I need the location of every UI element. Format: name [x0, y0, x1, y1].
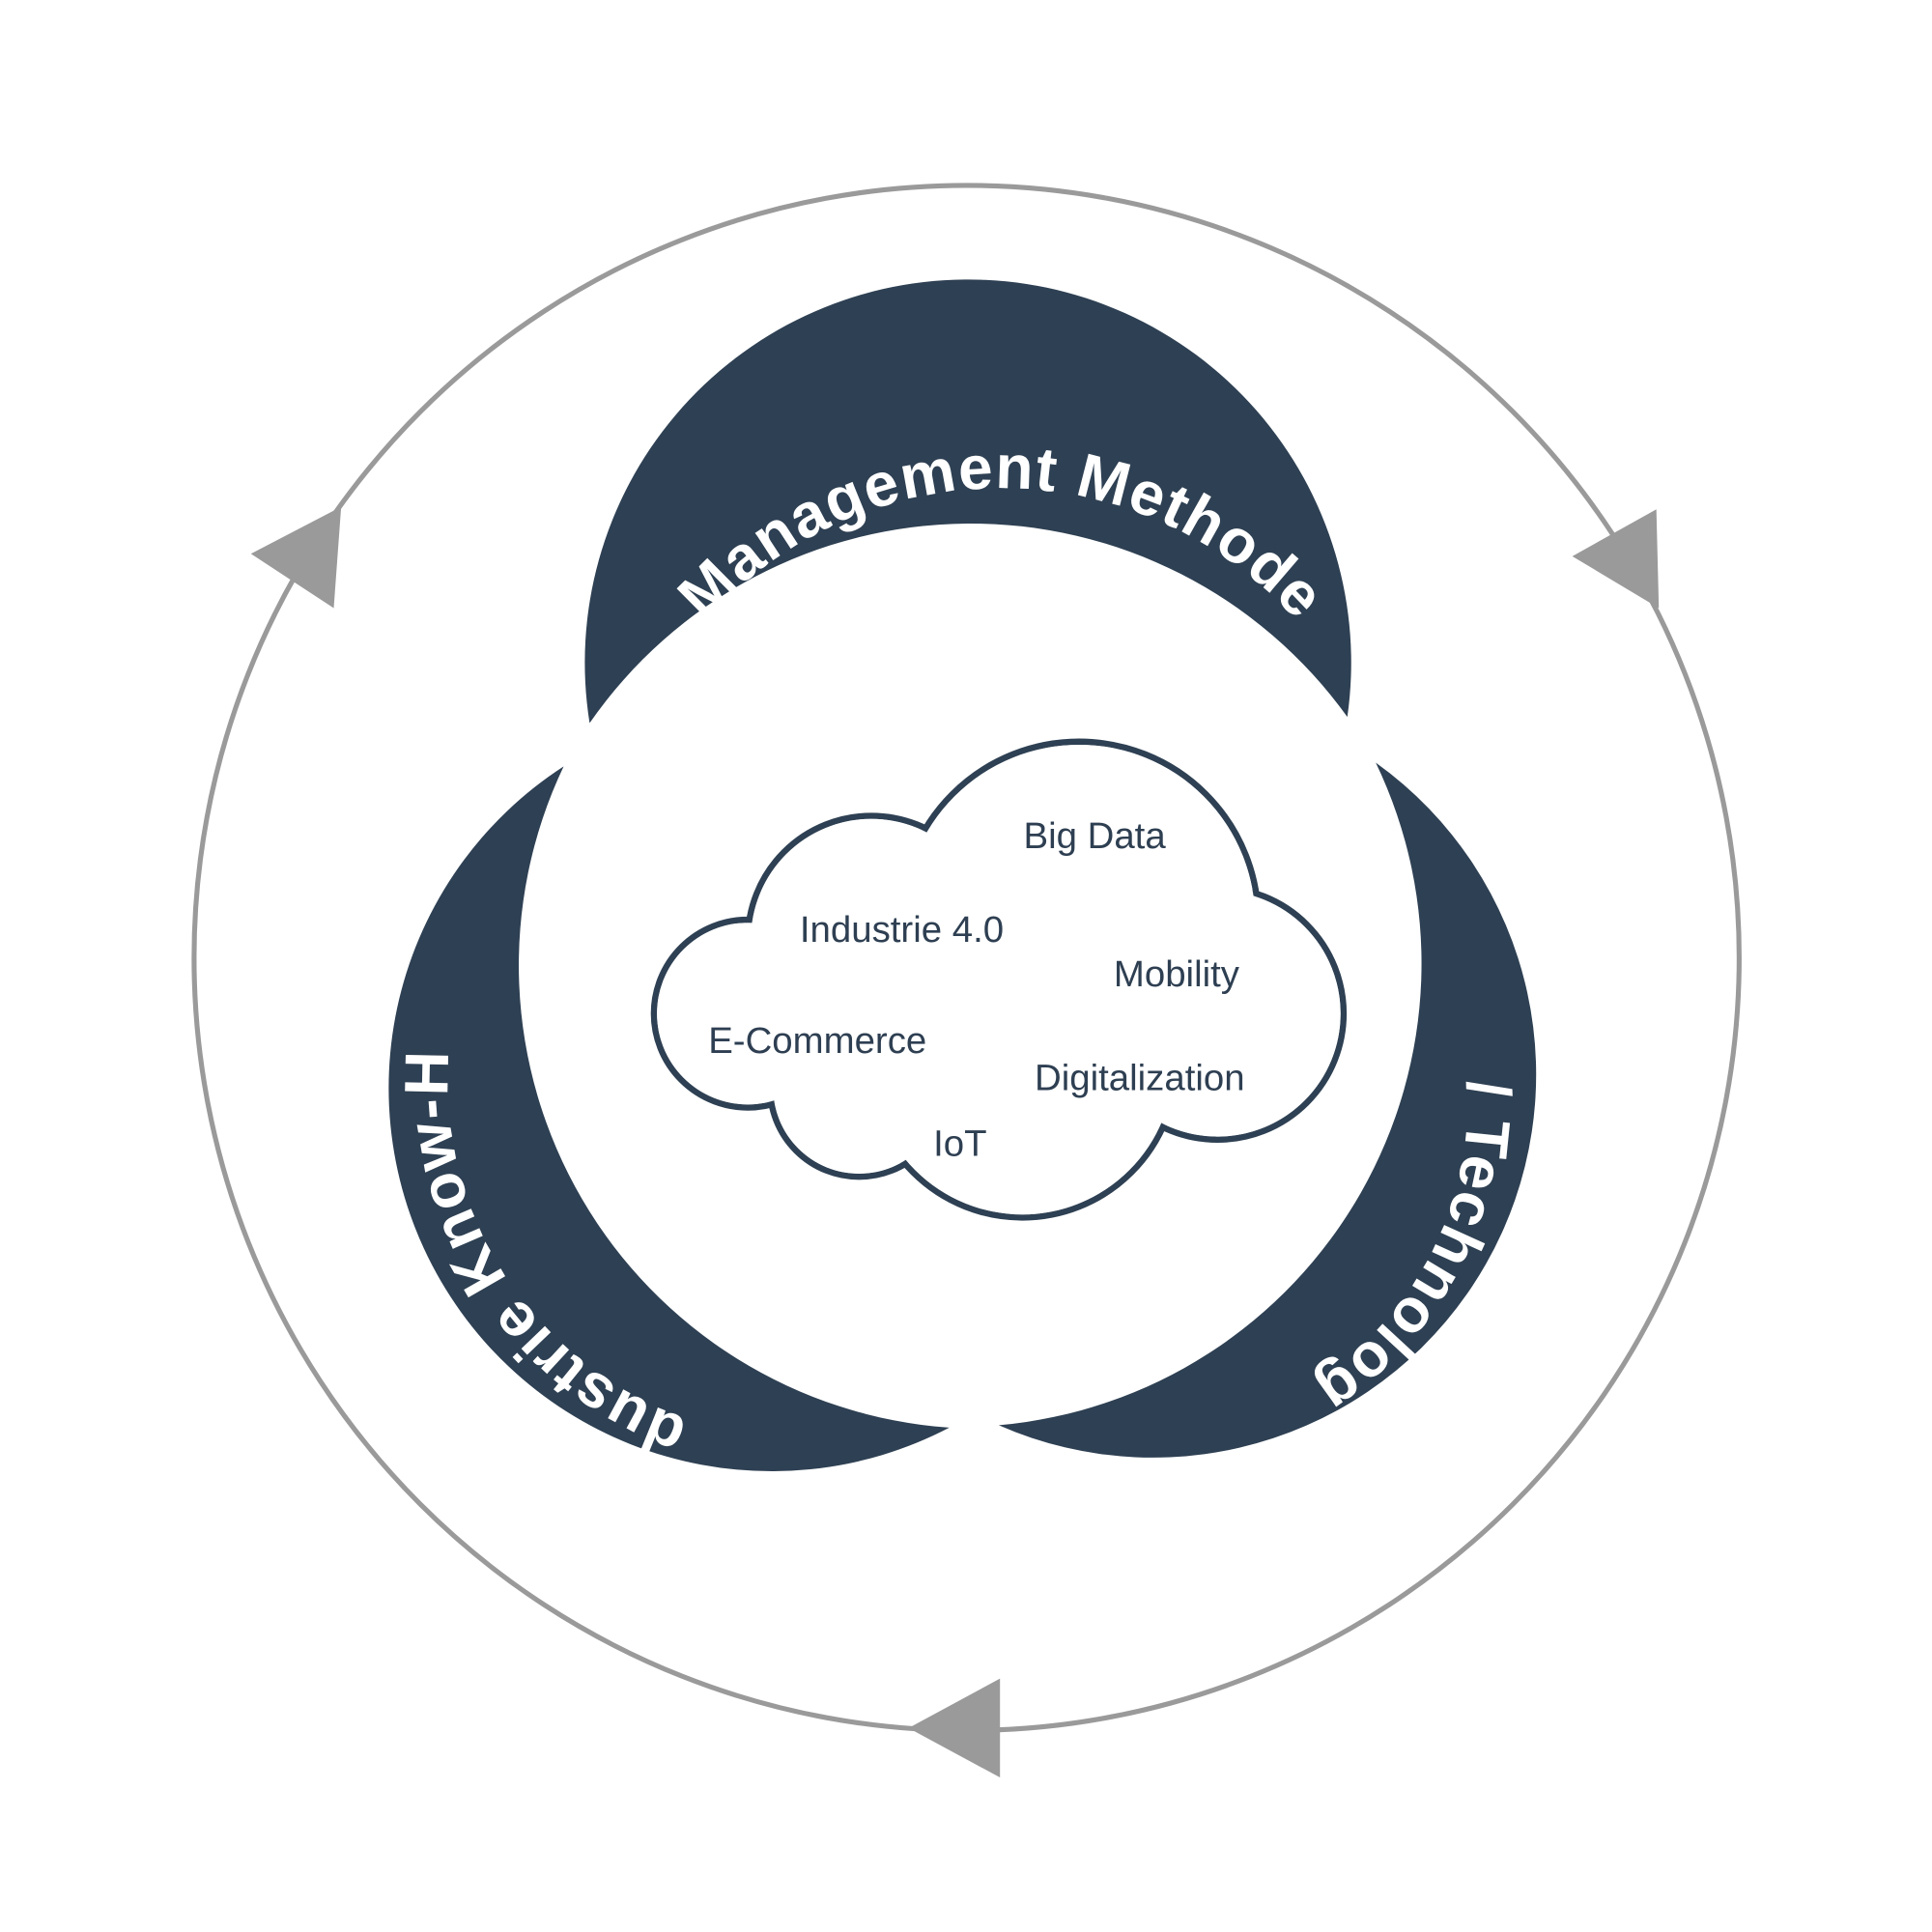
segment-management: [584, 279, 1351, 724]
term-iot: IoT: [933, 1122, 986, 1164]
segment-industrie-knowhow: [388, 766, 950, 1472]
term-industrie: Industrie 4.0: [800, 909, 1004, 951]
segment-it-technologie: [998, 762, 1537, 1458]
term-digitalization: Digitalization: [1035, 1058, 1245, 1099]
cloud: [650, 738, 1348, 1221]
term-mobility: Mobility: [1114, 953, 1240, 995]
term-big-data: Big Data: [1024, 815, 1167, 857]
arrowhead-bottom-icon: [908, 1678, 1001, 1778]
term-ecommerce: E-Commerce: [708, 1020, 926, 1062]
arrowhead-left-icon: [250, 506, 342, 609]
arrowhead-right-icon: [1572, 509, 1660, 609]
